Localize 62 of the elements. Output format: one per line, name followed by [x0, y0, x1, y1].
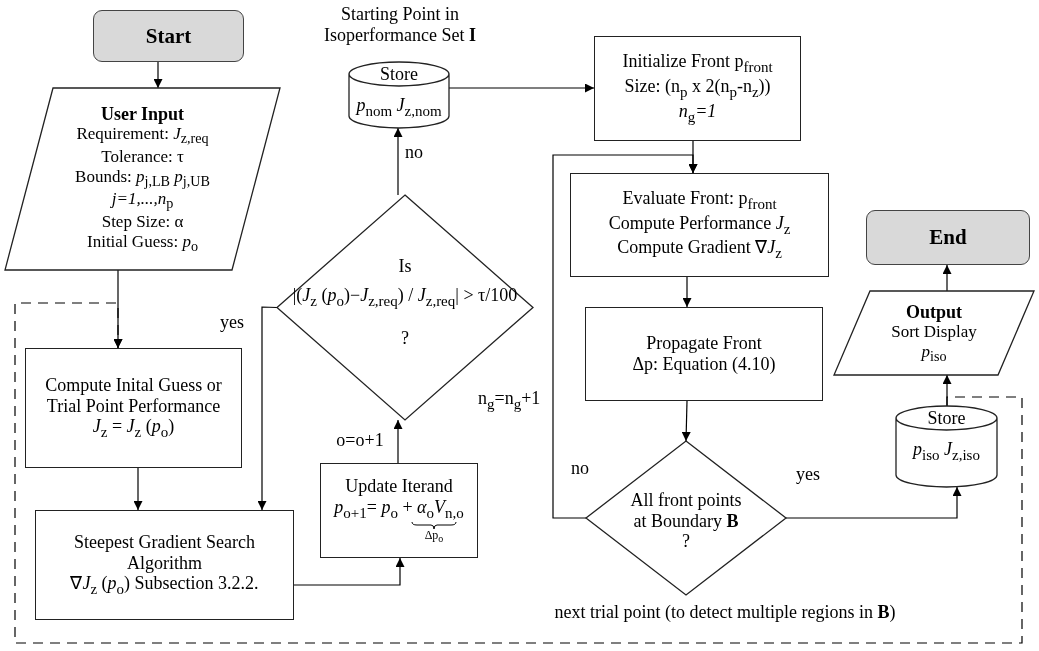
- terminal-box: [866, 210, 1030, 265]
- arrow: [681, 400, 691, 442]
- node-text: Δp: Equation (4.10): [632, 354, 776, 375]
- process-box: [320, 463, 478, 558]
- node-text: p$_{iso}$: [921, 341, 947, 365]
- node-text: Is: [398, 256, 412, 278]
- node-text: Evaluate Front: p$_{front}$: [622, 187, 777, 213]
- node-text: p$_{o+1}$= p$_{o}$ + α$_{o}$V$_{n,o}$: [334, 496, 464, 522]
- node-text: Sort Display: [891, 322, 977, 342]
- process-box: [570, 173, 829, 277]
- node-text: Compute Gradient ∇J$_{z}$: [617, 237, 782, 263]
- arrow: [393, 127, 403, 196]
- node-text: Store: [927, 408, 966, 429]
- process-box: [35, 510, 294, 620]
- arrow: [448, 83, 595, 93]
- arrow: [133, 467, 143, 511]
- dashed-arrow: [14, 302, 1023, 644]
- node-text: J$_{z}$ = J$_{z}$ (p$_{o}$): [92, 416, 175, 442]
- input-output-parallelogram: [834, 291, 1034, 375]
- node-text: ∇J$_{z}$ (p$_{o}$) Subsection 3.2.2.: [70, 573, 259, 599]
- node-text: n$_{g}$=1: [678, 100, 717, 126]
- terminal-box: [93, 10, 244, 62]
- node-text: Initial Guess: p$_{o}$: [87, 231, 198, 255]
- node-text: Initialize Front p$_{front}$: [622, 51, 773, 77]
- arrow: [393, 419, 403, 464]
- arrow: [785, 486, 962, 519]
- node-text: ?: [682, 531, 690, 553]
- node-text: Update Iterand: [345, 476, 453, 497]
- counter-label: n$_{g}$=n$_{g}$+1: [478, 388, 541, 413]
- node-text: Tolerance: τ: [101, 147, 184, 167]
- node-text: ?: [401, 327, 409, 349]
- node-text: User Input: [100, 103, 185, 125]
- node-text: Store: [380, 64, 418, 85]
- node-text: Propagate Front: [646, 333, 762, 354]
- arrow: [153, 61, 163, 89]
- arrow: [682, 276, 692, 308]
- node-text: Step Size: α: [101, 212, 184, 232]
- node-text: Start: [145, 23, 192, 49]
- storage-cylinder: [896, 406, 997, 487]
- arrow: [942, 264, 952, 292]
- node-text: Requirement: J$_{z,req}$: [76, 124, 209, 148]
- process-box: [25, 348, 242, 468]
- input-output-parallelogram: [5, 88, 280, 270]
- node-text: Compute Performance J$_{z}$: [608, 212, 791, 238]
- node-text: p$_{iso}$ J$_{z,iso}$: [913, 438, 980, 464]
- node-text: |(J$_{z}$ (p$_{o}$)−J$_{z,req}$) / J$_{z,req}$| > τ/100: [292, 285, 518, 310]
- node-text: End: [929, 225, 967, 250]
- arrow: [257, 306, 278, 511]
- node-text: Size: (n$_{p}$ x 2(n$_{p}$-n$_{z}$)): [624, 76, 771, 101]
- node-text: All front points at Boundary B: [629, 489, 743, 532]
- arrow: [552, 154, 698, 519]
- storage-cylinder: [349, 62, 449, 128]
- node-text: Output: [906, 301, 962, 323]
- node-text: Δp$_{o}$: [424, 528, 444, 545]
- node-text: Bounds: p$_{j,LB}$ p$_{j,UB}$: [75, 166, 210, 190]
- process-box: [594, 36, 801, 141]
- node-text: p$_{nom}$ J$_{z,nom}$: [356, 94, 442, 120]
- node-text: j=1,...,n$_{p}$: [111, 189, 174, 213]
- node-caption: Starting Point in Isoperformance Set I: [323, 4, 477, 46]
- process-box: [585, 307, 823, 401]
- edge-label: next trial point (to detect multiple regions in B): [552, 601, 898, 623]
- arrow: [293, 557, 405, 586]
